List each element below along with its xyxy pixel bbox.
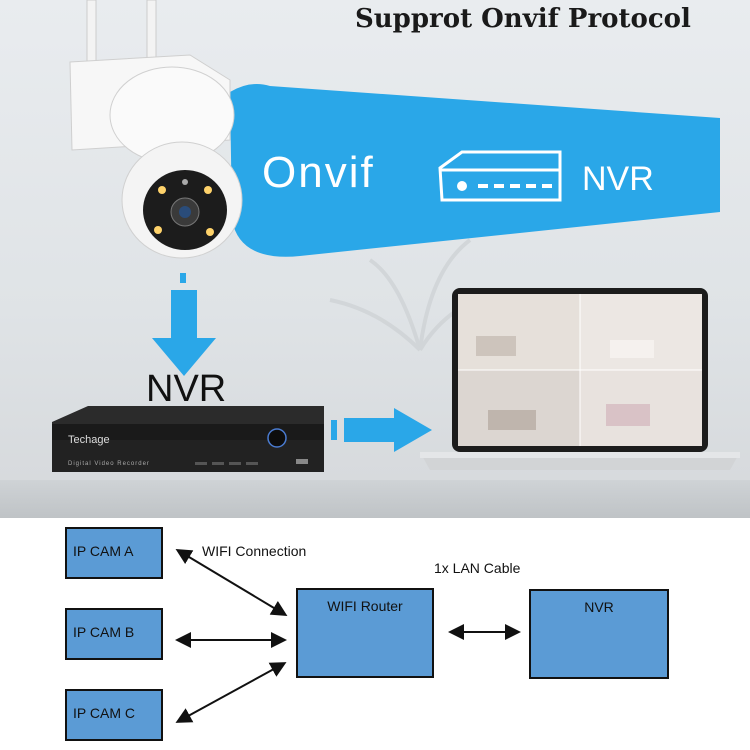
camera-image [69, 0, 243, 259]
arrow-cam-a-router [175, 548, 288, 617]
nvr-device-image [52, 406, 324, 472]
arrow-cam-c-router [175, 662, 287, 723]
nvr-box: NVR [529, 589, 669, 679]
right-arrow-icon [331, 408, 432, 452]
ip-cam-b-box: IP CAM B [65, 608, 163, 660]
page-title: Supprot Onvif Protocol [355, 4, 691, 34]
laptop-image [420, 288, 740, 470]
onvif-logo-text: Onvif [262, 148, 375, 197]
banner-nvr-text: NVR [582, 160, 654, 198]
down-arrow-icon [152, 273, 216, 376]
nvr-brand: Techage [68, 434, 110, 446]
product-photo: Supprot Onvif Protocol Onvif NVR NVR Tec… [0, 0, 750, 518]
nvr-icon [438, 150, 562, 202]
shelf [0, 480, 750, 518]
wifi-router-box: WIFI Router [296, 588, 434, 678]
nvr-label: NVR [146, 368, 227, 410]
scene-illustration [52, 0, 740, 472]
wifi-connection-label: WIFI Connection [202, 543, 307, 559]
lan-cable-label: 1x LAN Cable [434, 560, 521, 576]
nvr-caption: Digital Video Recorder [68, 461, 150, 467]
ip-cam-a-box: IP CAM A [65, 527, 163, 579]
ip-cam-c-box: IP CAM C [65, 689, 163, 741]
